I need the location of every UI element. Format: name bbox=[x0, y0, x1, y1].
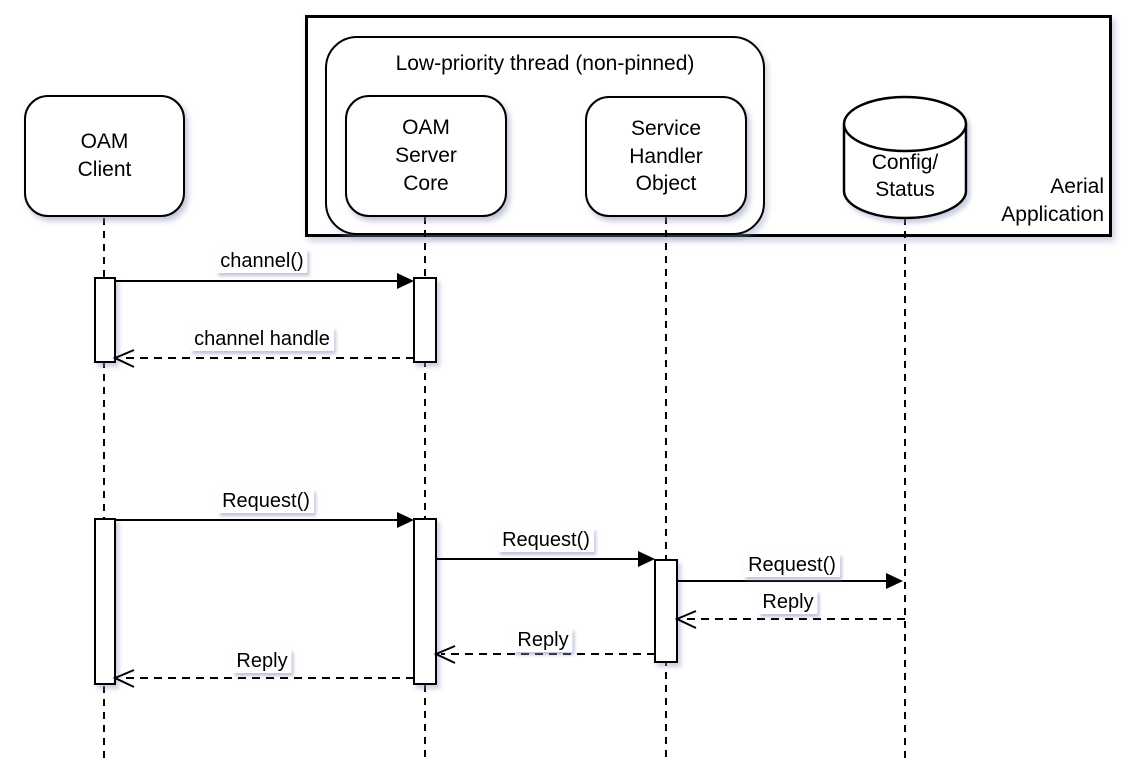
message-label-channel: channel() bbox=[216, 249, 308, 273]
activation-oam-client-1 bbox=[94, 277, 116, 363]
activation-oam-server-core-1 bbox=[413, 277, 437, 363]
message-label-channel-handle: channel handle bbox=[190, 327, 334, 351]
participant-oam-client: OAM Client bbox=[24, 95, 185, 217]
aerial-application-label: Aerial Application bbox=[1001, 175, 1104, 227]
participant-service-handler: Service Handler Object bbox=[585, 96, 747, 217]
message-arrow-reply-3 bbox=[112, 669, 414, 688]
message-arrow-reply-2 bbox=[433, 645, 655, 664]
activation-oam-server-core-2 bbox=[413, 518, 437, 685]
message-label-reply-1: Reply bbox=[758, 590, 818, 614]
activation-service-handler bbox=[654, 559, 678, 663]
message-arrow-request-3 bbox=[677, 573, 903, 589]
message-arrow-request-2 bbox=[436, 551, 655, 567]
message-label-request-2: Request() bbox=[498, 528, 594, 552]
message-arrow-channel-handle bbox=[112, 349, 414, 368]
participant-oam-server-core: OAM Server Core bbox=[345, 95, 507, 217]
message-arrow-channel bbox=[115, 273, 414, 289]
activation-oam-client-2 bbox=[94, 518, 116, 685]
message-label-reply-2: Reply bbox=[513, 628, 573, 652]
message-arrow-reply-1 bbox=[674, 610, 905, 629]
config-status-label: Config/ Status bbox=[871, 151, 939, 201]
message-label-request-1: Request() bbox=[218, 489, 314, 513]
message-label-reply-3: Reply bbox=[232, 649, 292, 673]
message-label-request-3: Request() bbox=[744, 553, 840, 577]
config-status-cylinder bbox=[842, 95, 968, 220]
message-arrow-request-1 bbox=[115, 512, 414, 528]
low-priority-thread-label: Low-priority thread (non-pinned) bbox=[395, 52, 695, 75]
